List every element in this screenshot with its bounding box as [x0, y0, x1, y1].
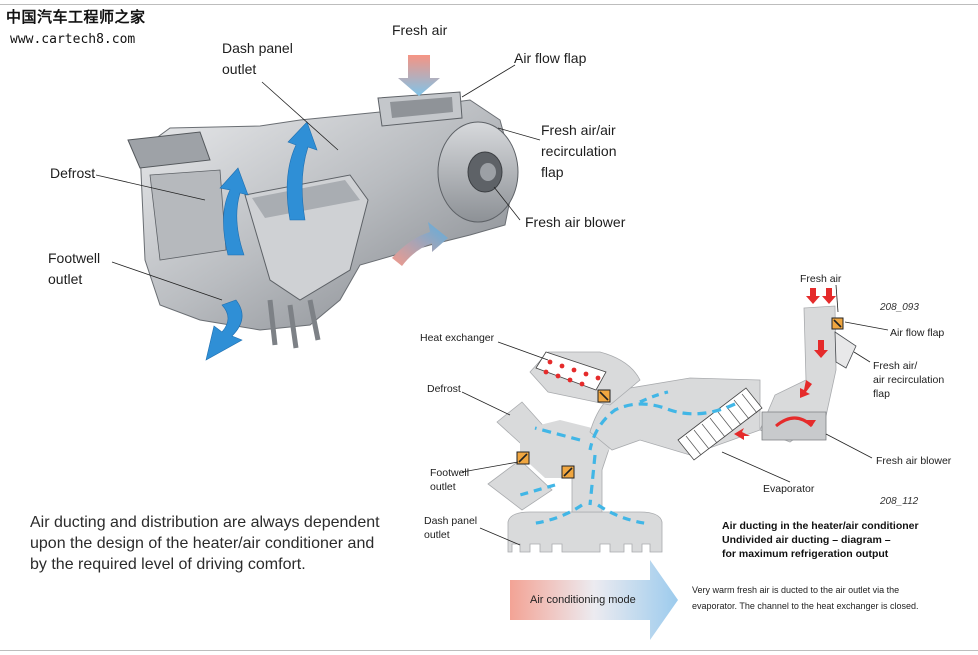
label-heat-exchanger: Heat exchanger	[420, 332, 495, 344]
label-footwell-outlet-diagram: Footwell outlet	[430, 467, 470, 493]
label-fresh-air-diagram: Fresh air	[800, 273, 842, 285]
hvac-unit-illustration	[127, 91, 519, 349]
air-conditioning-mode-arrow	[510, 560, 678, 640]
label-fresh-recirc-flap-top: Fresh air/air recirculation flap	[541, 122, 617, 180]
label-fresh-air-top: Fresh air	[392, 22, 448, 38]
watermark-site-name: 中国汽车工程师之家	[6, 8, 146, 26]
footwell-arrow	[205, 299, 243, 361]
watermark-url: www.cartech8.com	[10, 32, 136, 47]
recirculation-arrow	[392, 222, 448, 266]
label-fresh-recirc-flap-diagram: Fresh air/ air recirculation flap	[873, 360, 945, 400]
bottom-rule	[0, 650, 978, 651]
defrost-arrow	[219, 167, 249, 256]
figure-id-bottom: 208_112	[880, 496, 919, 507]
label-air-flow-flap-top: Air flow flap	[514, 50, 587, 66]
label-defrost-top: Defrost	[50, 165, 96, 181]
body-paragraph: Air ducting and distribution are always …	[30, 514, 380, 573]
air-conditioning-mode-label: Air conditioning mode	[530, 594, 636, 606]
label-footwell-outlet-top: Footwell outlet	[48, 250, 101, 287]
duct-schematic	[487, 305, 857, 553]
diagram-leader-lines	[461, 284, 889, 546]
figure-id-top: 208_093	[880, 302, 919, 313]
label-evaporator: Evaporator	[763, 483, 815, 495]
evaporator-core	[677, 387, 763, 461]
cold-airflow-dashes	[519, 390, 736, 526]
top-rule	[0, 4, 978, 5]
label-fresh-air-blower-top: Fresh air blower	[525, 214, 626, 230]
diagram-flaps	[516, 317, 844, 479]
diagram-note: Very warm fresh air is ducted to the air…	[692, 585, 919, 611]
dash-outlet-arrow	[286, 121, 318, 221]
heat-exchanger-core	[535, 351, 607, 391]
fresh-air-inlet-arrow	[398, 55, 440, 96]
warm-airflow-arrows	[734, 288, 836, 440]
diagram-caption: Air ducting in the heater/air conditione…	[722, 520, 919, 560]
label-dash-panel-outlet-top: Dash panel outlet	[222, 40, 293, 77]
label-defrost-diagram: Defrost	[427, 383, 461, 395]
label-fresh-air-blower-diagram: Fresh air blower	[876, 455, 952, 467]
label-dash-panel-outlet-diagram: Dash panel outlet	[424, 515, 478, 541]
label-air-flow-flap-diagram: Air flow flap	[890, 327, 945, 339]
top-leader-lines	[95, 64, 541, 301]
